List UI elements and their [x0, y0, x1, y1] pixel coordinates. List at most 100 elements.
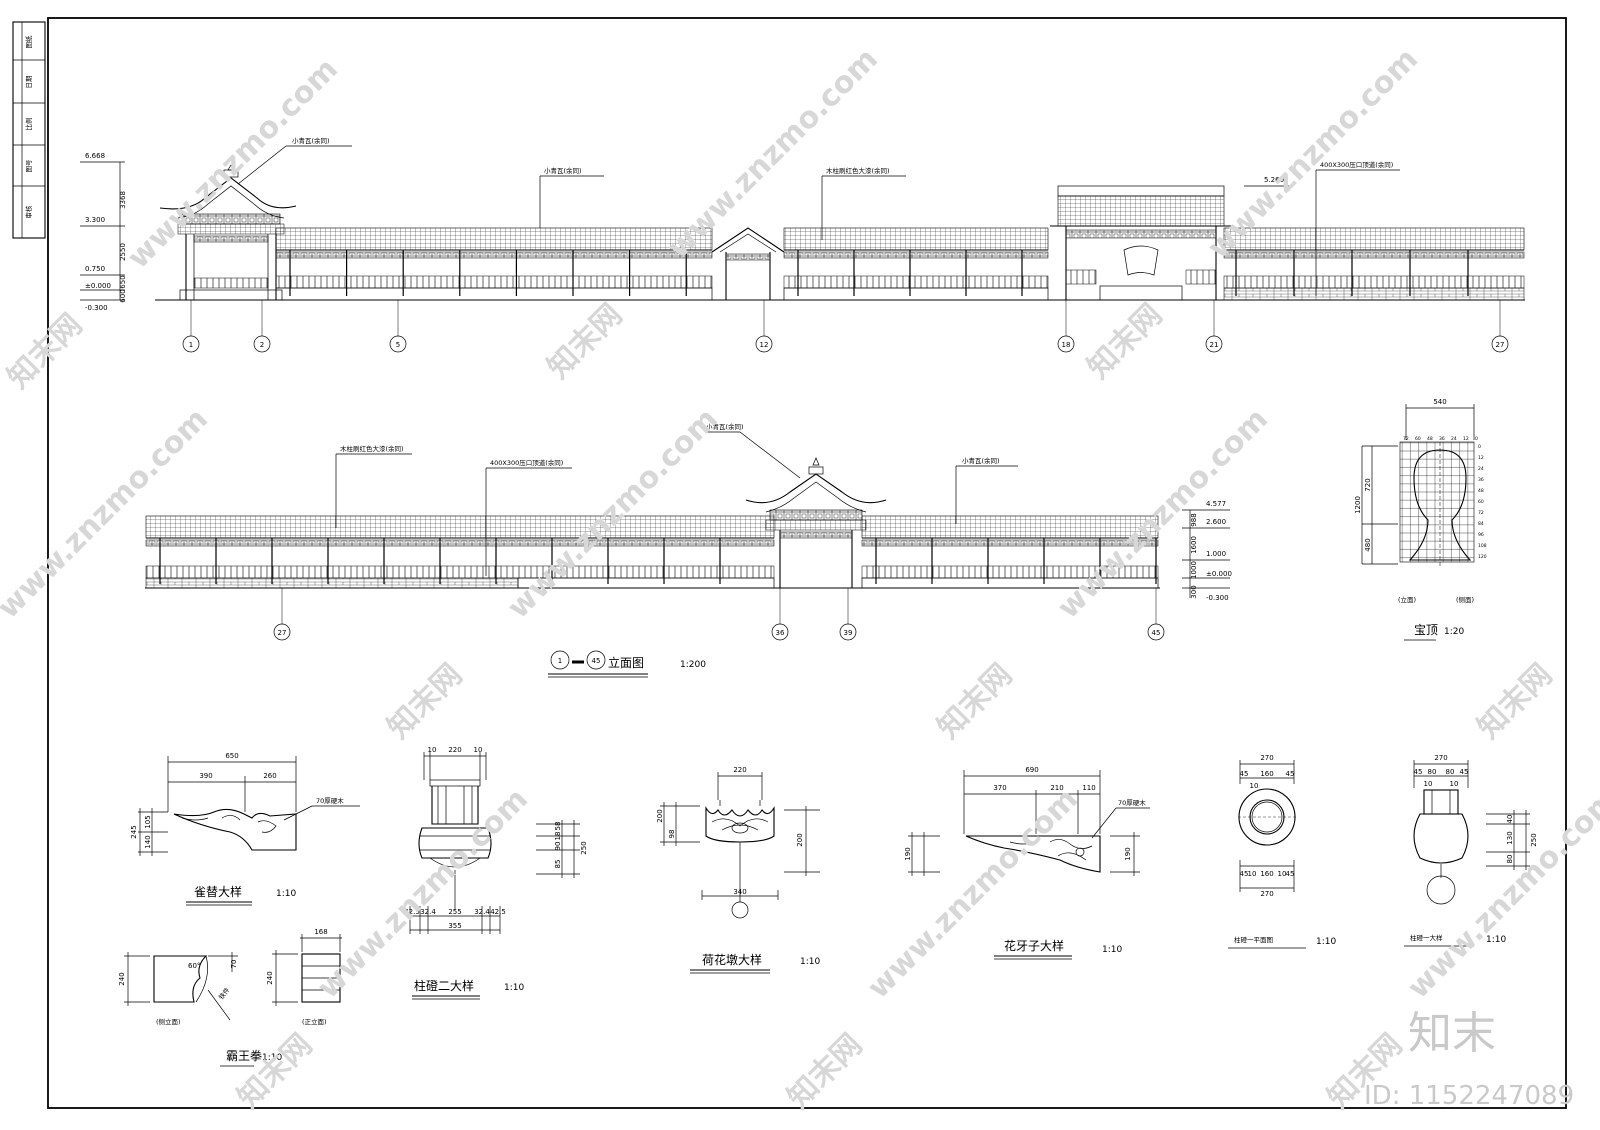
watermark-text: www.znzmo.com [311, 782, 535, 1006]
dimension-label: 45 [1240, 770, 1249, 778]
dimension-label: 10 [1424, 780, 1433, 788]
dimension-label: 32.4 [474, 908, 490, 916]
dimension-label: 58 [554, 822, 562, 831]
level-label: 0.750 [85, 265, 105, 273]
dimension-label: 540 [1433, 398, 1446, 406]
level-label: ±0.000 [85, 282, 111, 290]
callout-text: 木柱刷红色大漆(余同) [826, 166, 890, 175]
callout-text: 小青瓦(余同) [706, 422, 744, 431]
callout-text: 木柱刷红色大漆(余同) [340, 444, 404, 453]
axis-label: 39 [844, 629, 853, 637]
level-label: 4.577 [1206, 500, 1226, 508]
dimension-label: 210 [1050, 784, 1063, 792]
dimension-label: 10 [1248, 870, 1257, 878]
axis-label: 45 [1152, 629, 1161, 637]
gate-pavilion [711, 227, 785, 300]
grid-tick-label: 24 [1451, 436, 1457, 442]
level-label: -0.300 [85, 304, 108, 312]
material-note: 70厚硬木 [1118, 798, 1146, 807]
level-label: 1.000 [1206, 550, 1226, 558]
axis-label: 18 [1062, 341, 1071, 349]
watermark-brand: 知末 [1408, 1008, 1496, 1059]
dimension-label: 190 [1124, 847, 1132, 860]
dimension-label: 300 [1190, 585, 1198, 598]
dimension-label: 270 [1434, 754, 1447, 762]
dimension-label: 250 [580, 841, 588, 854]
corridor-segment [783, 227, 1049, 301]
dimension-label: 1600 [1190, 536, 1198, 554]
dimension-label: 480 [1364, 538, 1372, 551]
watermark-text: 知末网 [1, 307, 89, 395]
watermark-text: www.znzmo.com [501, 402, 725, 626]
material-note: 铁件 [216, 985, 231, 1001]
callouts: 木柱刷红色大漆(余同) 400X300压口顶道(余同) 小青瓦(余同) 小青瓦(… [335, 422, 1018, 576]
detail-huayazi: 690 370 210 110 70厚硬木 190 190 花牙子大样 1:10 [904, 766, 1150, 960]
detail-scale: 1:10 [262, 1053, 282, 1063]
corridor-segment [275, 227, 713, 301]
dimension-label: 32.4 [420, 908, 436, 916]
grid-tick-label: 72 [1478, 510, 1484, 516]
detail-hehuadun: 220 200 98 200 340 荷花墩大样 1:10 [656, 766, 820, 974]
watermark-text: 知末网 [931, 657, 1019, 745]
detail-zhudeng-1-plan: 270 45 160 45 10 45 10 160 10 45 270 柱磴一… [1228, 754, 1336, 949]
dimension-label: 45 [1240, 870, 1249, 878]
grid-tick-label: 60 [1478, 499, 1484, 505]
detail-scale: 1:10 [504, 983, 524, 993]
sub-label: (正立面) [302, 1017, 327, 1026]
elevation-title: 1 45 立面图 1:200 [548, 650, 706, 678]
axis-label: 2 [260, 341, 264, 349]
hall-building [1050, 185, 1232, 301]
dimension-label: 190 [904, 847, 912, 860]
detail-scale: 1:10 [1316, 937, 1336, 947]
axis-label: 27 [278, 629, 287, 637]
dimension-label: 250 [1530, 833, 1538, 846]
watermark-text: www.znzmo.com [1401, 782, 1600, 1006]
dimension-label: 105 [144, 815, 152, 828]
watermark-text: 知末网 [381, 657, 469, 745]
watermark-text: www.znzmo.com [0, 402, 215, 626]
dimension-label: 270 [1260, 754, 1273, 762]
dimension-label: 70 [230, 960, 238, 969]
detail-scale: 1:10 [1102, 945, 1122, 955]
detail-scale: 1:10 [800, 957, 820, 967]
callout-text: 400X300压口顶道(余同) [1320, 160, 1393, 169]
level-label: -0.300 [1206, 594, 1229, 602]
axis-bubble [1491, 335, 1509, 353]
level-label: 3.300 [85, 216, 105, 224]
detail-title: 柱磴二大样 [414, 978, 474, 993]
grid-tick-label: 120 [1478, 554, 1487, 560]
axis-label: 27 [1496, 341, 1505, 349]
dimension-label: 720 [1364, 478, 1372, 491]
level-marks: 4.577 2.600 1.000 ±0.000 -0.300 988 1600… [1182, 500, 1232, 602]
axis-bubble [253, 335, 271, 353]
detail-title: 柱磴一平面图 [1234, 935, 1273, 944]
callout-text: 400X300压口顶道(余同) [490, 458, 563, 467]
dimension-label: 690 [1025, 766, 1038, 774]
detail-title: 荷花墩大样 [702, 952, 762, 967]
dimension-label: 240 [266, 971, 274, 984]
elevation-1: 6.668 3.300 0.750 ±0.000 -0.300 3368 255… [80, 136, 1525, 353]
dimension-label: 168 [314, 928, 327, 936]
dimension-label: 355 [448, 922, 461, 930]
axis-bubble [755, 335, 773, 353]
detail-zhudeng-1: 270 45 80 80 45 10 10 40 130 80 250 柱磴一大… [1404, 754, 1538, 947]
dimension-label: 40 [1506, 815, 1514, 824]
dimension-label: 45 [1414, 768, 1423, 776]
detail-title: 花牙子大样 [1004, 938, 1064, 953]
dimension-label: 42.5 [490, 908, 506, 916]
pavilion-left [159, 164, 297, 301]
grid-tick-label: 36 [1439, 436, 1445, 442]
axis-bubble [1205, 335, 1223, 353]
axis-bubble [839, 623, 857, 641]
dimension-label: 650 [119, 275, 127, 288]
grid-tick-label: 84 [1478, 521, 1484, 527]
dimension-label: 10 [1250, 782, 1259, 790]
axis-bubble [273, 623, 291, 641]
detail-scale: 1:10 [276, 889, 296, 899]
title-block-cell: 比例 [24, 118, 33, 131]
elevation-scale: 1:200 [680, 660, 706, 670]
dimension-label: 98 [668, 830, 676, 839]
grid-tick-label: 96 [1478, 532, 1484, 538]
dimension-label: 650 [225, 752, 238, 760]
